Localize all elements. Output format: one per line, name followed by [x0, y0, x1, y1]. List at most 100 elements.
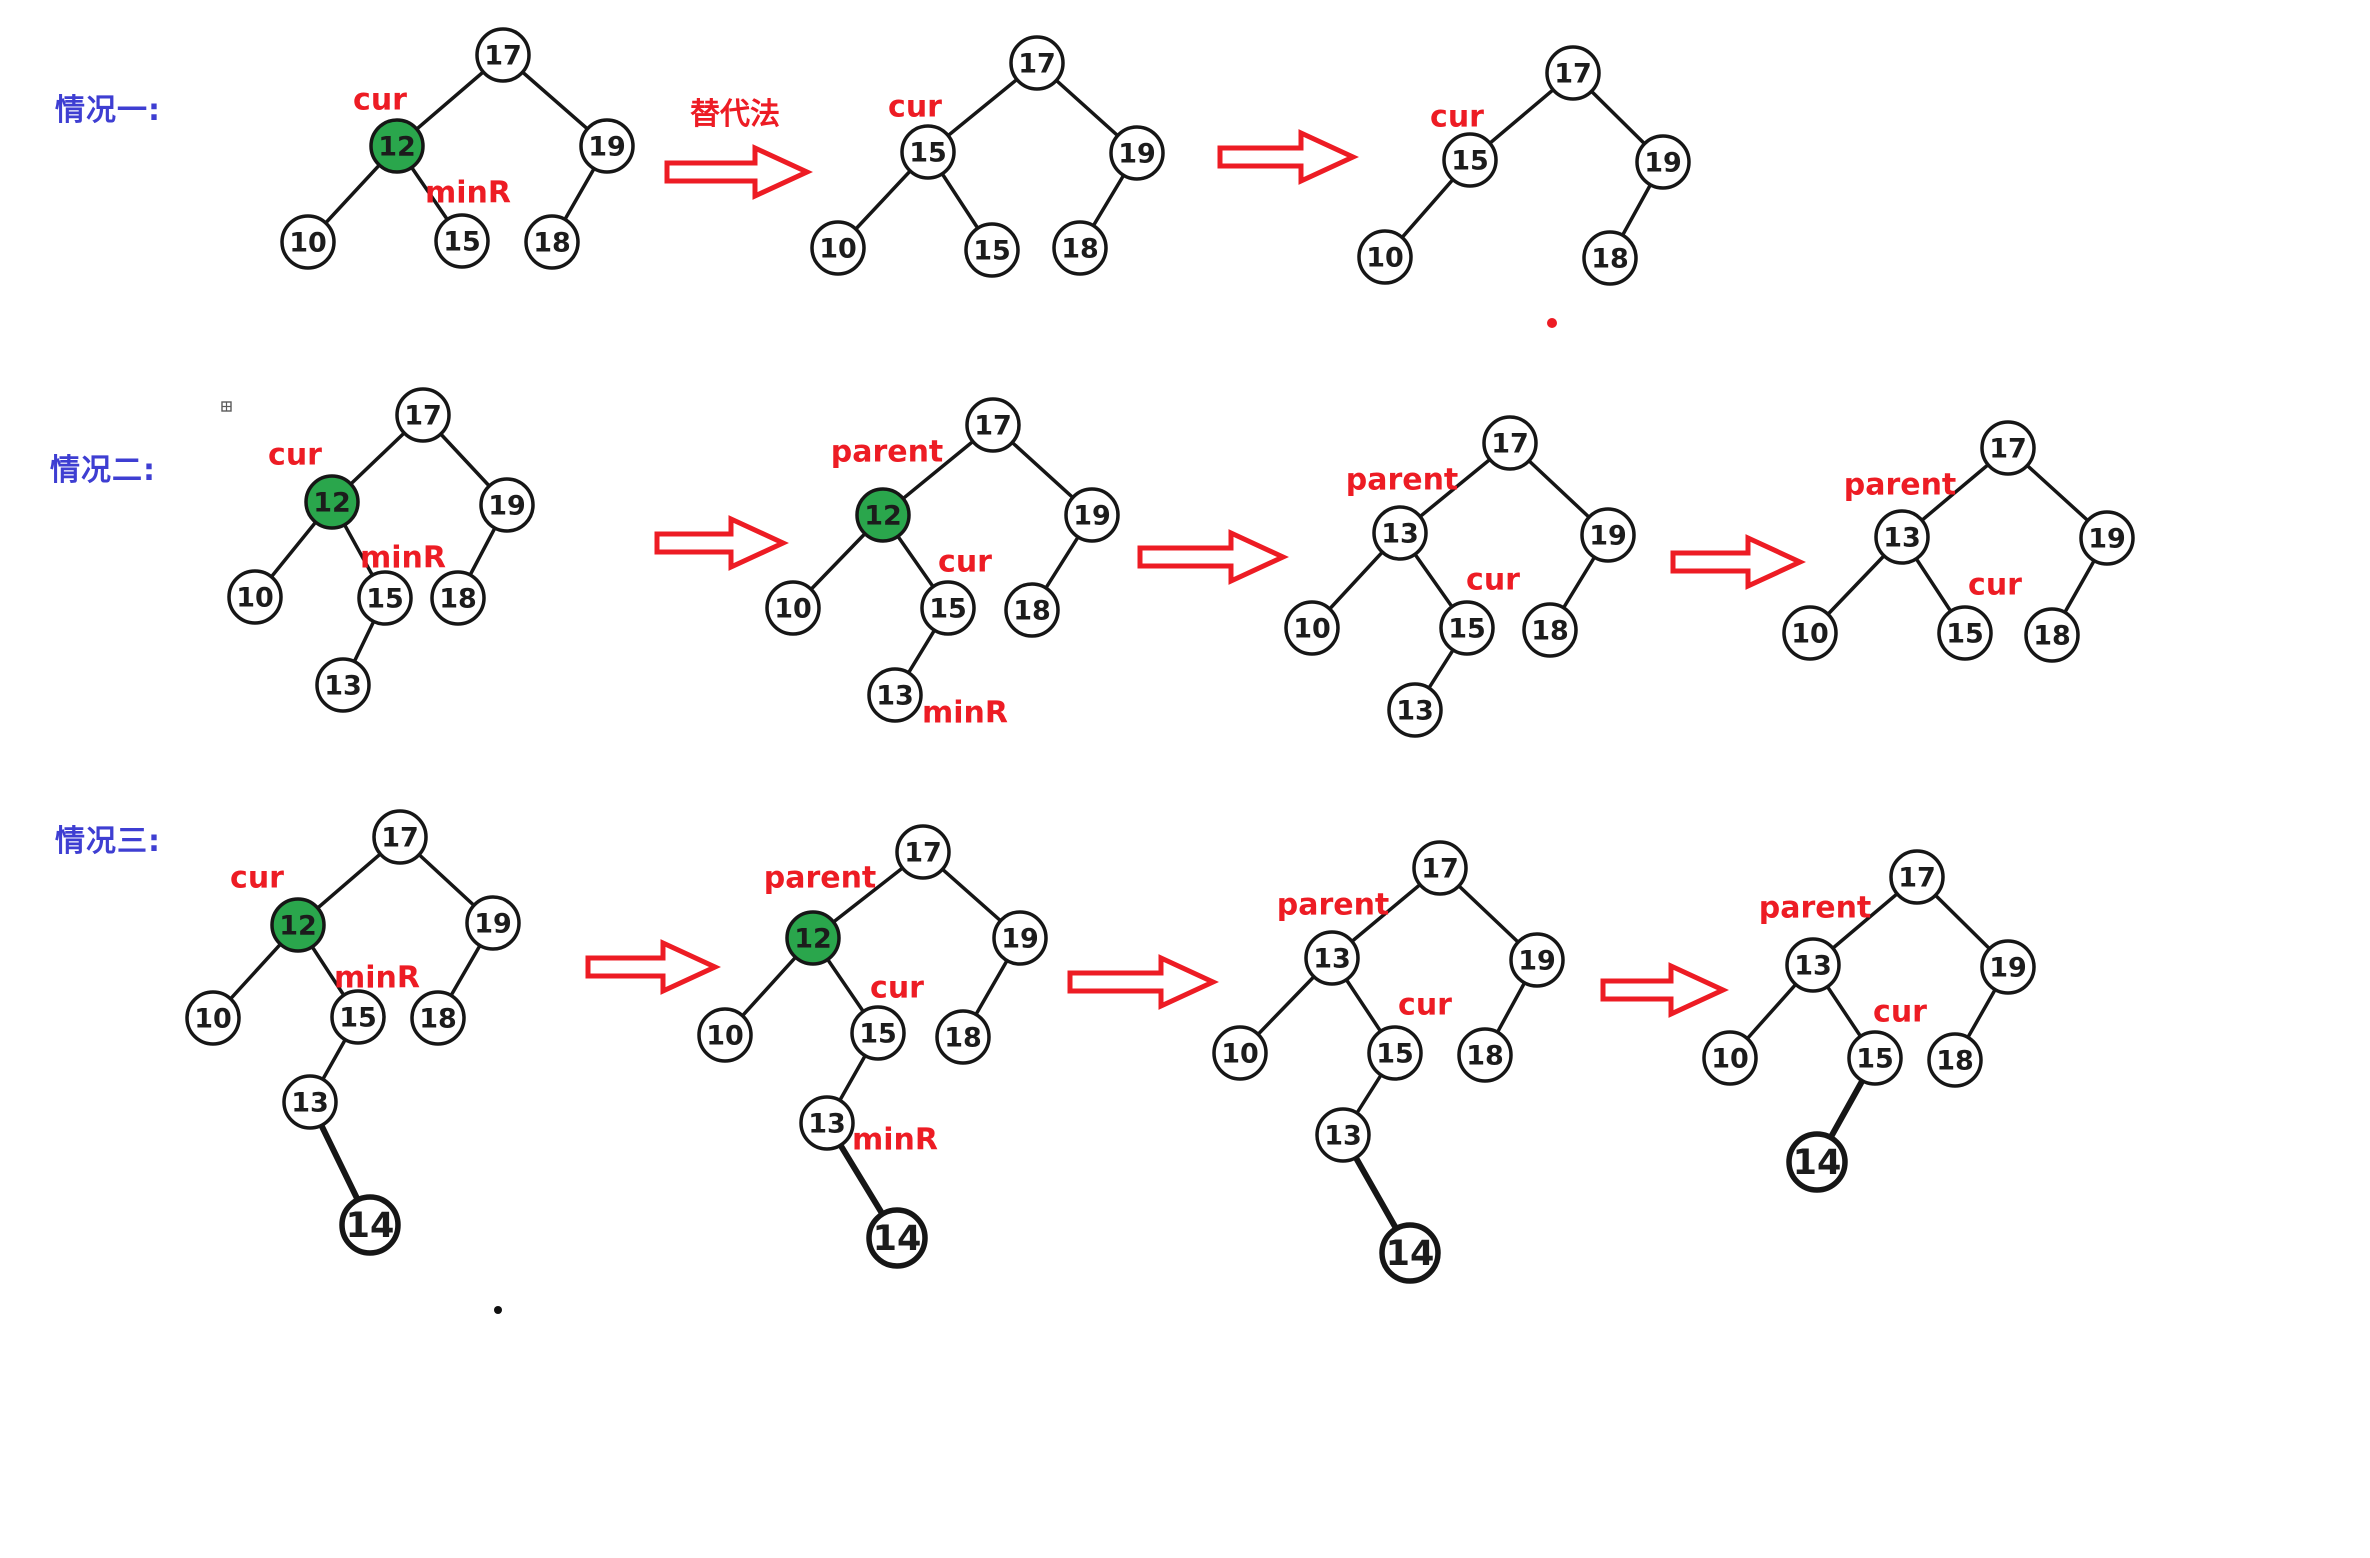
tree-node-value: 13: [1396, 696, 1434, 727]
tree-node-value: 10: [236, 583, 274, 614]
tree-node-circle: [965, 397, 1021, 453]
tree-node-value: 10: [1366, 243, 1404, 274]
pointer-label-cur: cur: [1430, 100, 1484, 135]
tree-node-circle: [579, 118, 635, 174]
tree-node-circle: [339, 1194, 401, 1256]
tree-node-circle: [1387, 682, 1443, 738]
tree-node-circle: [1509, 932, 1565, 988]
tree-node-value: 18: [1061, 234, 1099, 265]
tree-node-value: 12: [313, 488, 351, 519]
tree-node-circle: [1545, 45, 1601, 101]
tree-node-circle: [1980, 420, 2036, 476]
tree-node-value: 17: [1554, 59, 1592, 90]
tree-node-circle: [1109, 125, 1165, 181]
tree-node-value: 15: [1376, 1039, 1414, 1070]
replacement-method-label: 替代法: [690, 97, 780, 132]
tree-node-value: 10: [1791, 619, 1829, 650]
tree-node-value: 19: [1644, 148, 1682, 179]
pointer-label-minR: minR: [360, 541, 446, 576]
tree-node-circle: [304, 474, 360, 530]
tree-node-value: 19: [1118, 139, 1156, 170]
tree-node-circle: [1004, 582, 1060, 638]
tree-node-circle: [1785, 937, 1841, 993]
pointer-label-parent: parent: [1346, 463, 1459, 498]
pointer-label-minR: minR: [334, 961, 420, 996]
tree-node-value: 12: [864, 501, 902, 532]
tree-node-circle: [867, 667, 923, 723]
case2-label: 情况二:: [50, 453, 156, 488]
tree-node-circle: [1937, 605, 1993, 661]
pointer-label-parent: parent: [831, 435, 944, 470]
tree-node-circle: [227, 569, 283, 625]
flow-arrow: [1670, 534, 1806, 590]
tree-node-value: 15: [339, 1003, 377, 1034]
tree-node-circle: [1284, 600, 1340, 656]
tree-node-value: 17: [404, 401, 442, 432]
tree-node-circle: [935, 1009, 991, 1065]
tree-node-circle: [1874, 509, 1930, 565]
tree-node-value: 17: [1898, 863, 1936, 894]
tree-node-circle: [992, 910, 1048, 966]
tree-node-circle: [479, 477, 535, 533]
tree-case1-step3: 17 15 19 10 18 cur: [1357, 45, 1691, 286]
tree-node-value: 19: [474, 909, 512, 940]
tree-node-value: 17: [904, 838, 942, 869]
tree-node-circle: [964, 222, 1020, 278]
tree-node-circle: [1412, 840, 1468, 896]
tree-node-value: 13: [1313, 944, 1351, 975]
tree-node-circle: [1582, 230, 1638, 286]
tree-node-value: 18: [944, 1023, 982, 1054]
tree-node-circle: [900, 124, 956, 180]
tree-node-value: 18: [1591, 244, 1629, 275]
tree-node-value: 15: [1451, 146, 1489, 177]
tree-node-circle: [282, 1074, 338, 1130]
tree-node-value: 13: [876, 681, 914, 712]
tree-node-value: 15: [973, 236, 1011, 267]
pointer-label-cur: cur: [353, 83, 407, 118]
tree-node-circle: [465, 895, 521, 951]
tree-node-value: 19: [2088, 524, 2126, 555]
tree-node-circle: [330, 989, 386, 1045]
pointer-label-cur: cur: [268, 438, 322, 473]
tree-node-circle: [1889, 849, 1945, 905]
tree-node-circle: [1702, 1030, 1758, 1086]
tree-node-circle: [524, 214, 580, 270]
tree-node-value: 19: [1989, 953, 2027, 984]
pointer-label-cur: cur: [1873, 995, 1927, 1030]
tree-node-circle: [315, 657, 371, 713]
flow-arrow: [1217, 129, 1359, 185]
tree-node-circle: [1315, 1107, 1371, 1163]
tree-node-circle: [410, 990, 466, 1046]
tree-node-circle: [1980, 939, 2036, 995]
tree-node-value: 15: [929, 594, 967, 625]
tree-node-value: 17: [974, 411, 1012, 442]
tree-node-value: 17: [1018, 49, 1056, 80]
pointer-label-cur: cur: [870, 971, 924, 1006]
tree-node-circle: [2079, 510, 2135, 566]
tree-node-circle: [270, 897, 326, 953]
tree-node-value: 19: [488, 491, 526, 522]
tree-node-circle: [1304, 930, 1360, 986]
tree-node-circle: [785, 910, 841, 966]
tree-node-circle: [1847, 1030, 1903, 1086]
case3-label: 情况三:: [55, 824, 161, 859]
tree-node-value: 17: [484, 41, 522, 72]
pointer-label-cur: cur: [230, 861, 284, 896]
tree-node-value: 18: [1531, 616, 1569, 647]
flow-arrow: [664, 144, 813, 200]
tree-node-value: 18: [2033, 621, 2071, 652]
tree-node-value: 15: [443, 227, 481, 258]
flow-arrow: [1600, 962, 1729, 1018]
tree-node-value: 10: [1221, 1039, 1259, 1070]
tree-node-value: 10: [706, 1021, 744, 1052]
tree-node-circle: [1439, 600, 1495, 656]
pointer-label-parent: parent: [1844, 468, 1957, 503]
